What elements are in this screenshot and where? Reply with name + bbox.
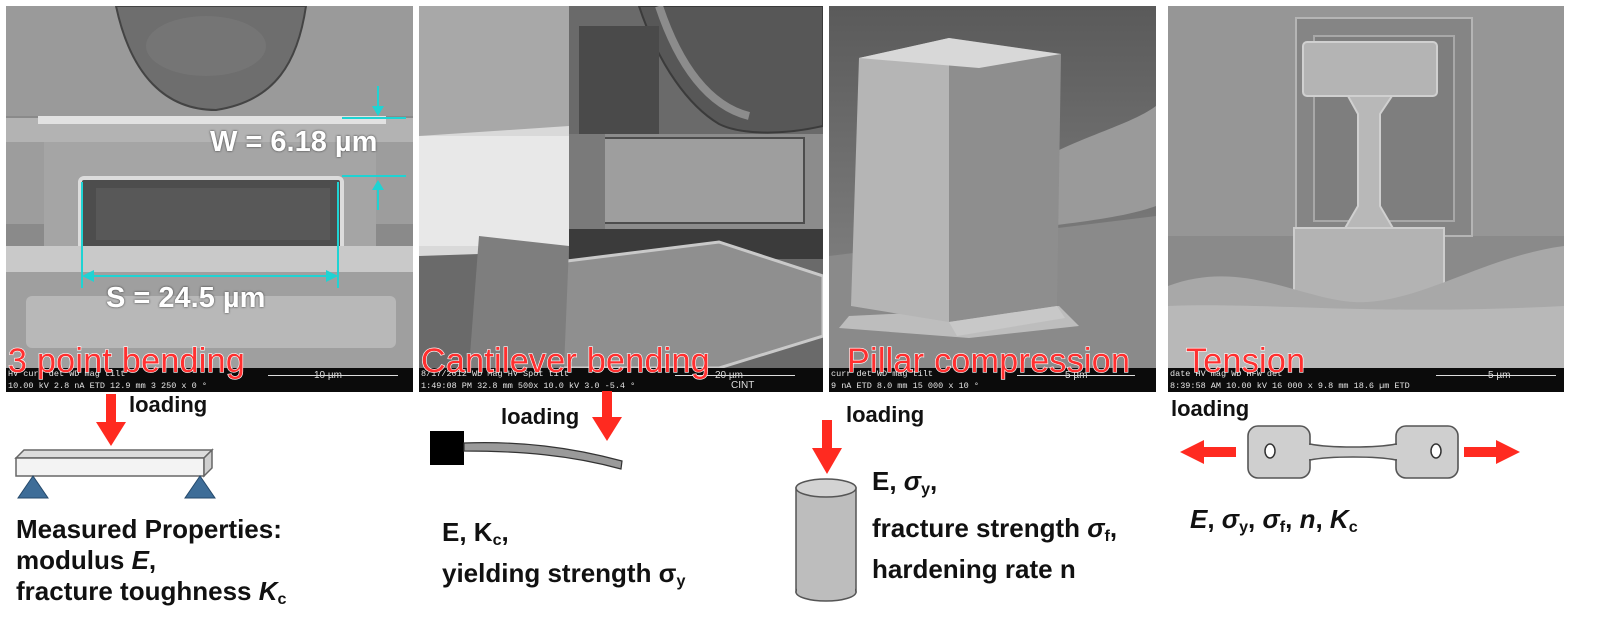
scale-label: 5 µm xyxy=(1065,370,1088,381)
info-row-header: date HV mag WD HFW det xyxy=(1170,369,1283,379)
tension-properties-text: E, σy, σf, n, Kc xyxy=(1190,504,1358,543)
right-loading-arrow xyxy=(1464,440,1520,464)
sem-info-bar: 8/17/2012 WD Mag HV Spot tilt 1:49:08 PM… xyxy=(419,368,823,392)
symbol-sigma: σ xyxy=(903,466,922,496)
width-measurement-label: W = 6.18 µm xyxy=(210,126,378,158)
symbol-k: K xyxy=(1329,504,1349,534)
property-e-k: E, K xyxy=(442,517,493,547)
info-row-values: 10.00 kV 2.8 nA ETD 12.9 mm 3 250 x 0 ° xyxy=(8,381,207,391)
tension-schematic xyxy=(1180,425,1520,479)
scale-bar xyxy=(1017,375,1135,376)
scale-label: 10 µm xyxy=(314,370,342,381)
left-loading-arrow xyxy=(1180,440,1236,464)
beam xyxy=(14,448,214,478)
info-row-values: 9 nA ETD 8.0 mm 15 000 x 10 ° xyxy=(831,381,979,391)
sem-panel-3-point-bending: W = 6.18 µm S = 24.5 µm HV curr det WD m… xyxy=(6,6,413,392)
symbol-sigma: σ xyxy=(1087,513,1105,544)
subscript-c: c xyxy=(1348,518,1358,537)
scale-label: 20 µm xyxy=(715,370,743,381)
measured-properties-text: Measured Properties: modulus E, fracture… xyxy=(16,514,286,615)
sem-image-cantilever-bending xyxy=(419,6,823,392)
separator: , xyxy=(1315,504,1330,534)
loading-arrow xyxy=(592,391,622,441)
dog-bone-specimen xyxy=(1247,425,1459,479)
scale-bar xyxy=(675,375,795,376)
info-row-header: 8/17/2012 WD Mag HV Spot tilt xyxy=(421,369,569,379)
panel-title: 3 point bending xyxy=(7,341,246,380)
scale-bar xyxy=(1436,375,1556,376)
property-yielding-strength: yielding strength σ xyxy=(442,558,677,589)
property-fracture-toughness: fracture toughness xyxy=(16,576,252,606)
loading-label: loading xyxy=(129,392,208,417)
symbol-k: K xyxy=(258,576,278,606)
sem-info-bar: HV curr det WD mag tilt 10.00 kV 2.8 nA … xyxy=(6,368,413,392)
panel-title: Pillar compression xyxy=(846,341,1131,380)
info-row-header: curr det WD mag tilt xyxy=(831,369,934,379)
loading-arrow xyxy=(96,394,126,446)
sem-image-tension xyxy=(1168,6,1564,392)
info-row-values: 1:49:08 PM 32.8 mm 500x 10.0 kV 3.0 -5.4… xyxy=(421,381,636,391)
panel-title: Tension xyxy=(1185,341,1306,380)
sem-image-pillar-compression xyxy=(829,6,1156,392)
subscript-y: y xyxy=(921,480,931,499)
scale-bar xyxy=(268,375,398,376)
property-modulus: modulus xyxy=(16,545,125,575)
subscript-c: c xyxy=(492,531,502,550)
comma: , xyxy=(148,545,157,575)
subscript-f: f xyxy=(1279,518,1286,537)
info-row-values: 8:39:58 AM 10.00 kV 16 000 x 9.8 mm 18.6… xyxy=(1170,381,1410,391)
scale-label: 5 µm xyxy=(1488,370,1511,381)
sem-panel-cantilever-bending: 8/17/2012 WD Mag HV Spot tilt 1:49:08 PM… xyxy=(419,6,823,392)
pillar-schematic xyxy=(795,420,857,602)
sem-info-bar: curr det WD mag tilt 9 nA ETD 8.0 mm 15 … xyxy=(829,368,1156,392)
symbol-e: E xyxy=(1190,504,1208,534)
separator: , xyxy=(1207,504,1222,534)
loading-label: loading xyxy=(846,402,925,427)
deflected-beam xyxy=(463,442,623,470)
three-point-bending-schematic xyxy=(14,394,216,499)
loading-label: loading xyxy=(1171,396,1250,421)
left-support-icon xyxy=(17,475,49,499)
properties-heading: Measured Properties: xyxy=(16,514,282,544)
subscript-y: y xyxy=(1239,518,1249,537)
property-e: E, xyxy=(872,466,904,496)
symbol-sigma: σ xyxy=(1221,504,1240,534)
separator: , xyxy=(1285,504,1300,534)
panel-title: Cantilever bending xyxy=(420,341,710,380)
property-hardening-rate: hardening rate n xyxy=(872,554,1076,585)
sem-info-bar: date HV mag WD HFW det 8:39:58 AM 10.00 … xyxy=(1168,368,1564,392)
cantilever-schematic xyxy=(430,391,623,470)
cantilever-properties-text: E, Kc, yielding strength σy xyxy=(442,517,685,597)
subscript-y: y xyxy=(676,572,686,591)
symbol-sigma: σ xyxy=(1262,504,1280,534)
right-support-icon xyxy=(184,475,216,499)
sem-panel-tension: date HV mag WD HFW det 8:39:58 AM 10.00 … xyxy=(1168,6,1564,392)
comma: , xyxy=(1109,513,1118,544)
comma: , xyxy=(501,517,509,547)
info-row-header: HV curr det WD mag tilt xyxy=(8,369,126,379)
sem-image-3-point-bending xyxy=(6,6,413,392)
pillar-properties-text: E, σy, fracture strength σf, hardening r… xyxy=(872,466,1117,585)
cylinder xyxy=(795,478,857,602)
property-fracture-strength: fracture strength xyxy=(872,513,1088,544)
loading-arrow xyxy=(812,420,842,474)
institution-label: CINT xyxy=(731,380,755,391)
subscript-f: f xyxy=(1104,527,1110,546)
symbol-e: E xyxy=(131,545,149,575)
subscript-c: c xyxy=(277,590,287,609)
comma: , xyxy=(930,466,938,496)
span-measurement-label: S = 24.5 µm xyxy=(106,282,266,314)
symbol-n: n xyxy=(1299,504,1316,534)
clamp-block xyxy=(430,431,464,465)
separator: , xyxy=(1248,504,1263,534)
sem-panel-pillar-compression: curr det WD mag tilt 9 nA ETD 8.0 mm 15 … xyxy=(829,6,1156,392)
loading-label: loading xyxy=(501,404,580,429)
